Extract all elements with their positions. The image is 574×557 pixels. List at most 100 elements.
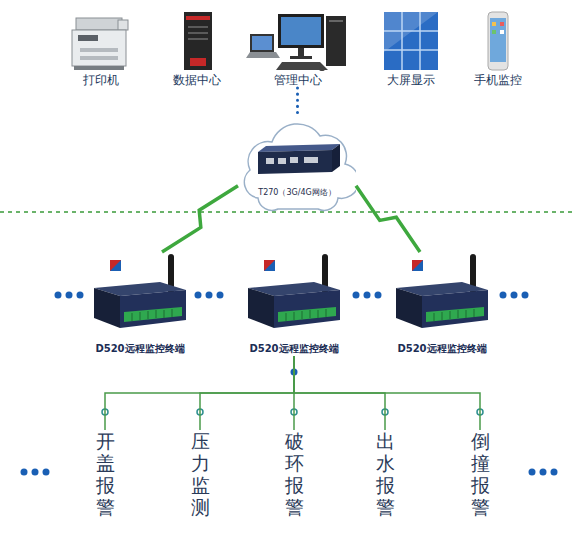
video-wall-seam	[384, 49, 438, 51]
alarm-node: 出水报警	[374, 430, 396, 518]
terminal-icon	[396, 254, 488, 328]
phone-app	[492, 30, 496, 34]
phone-body	[488, 12, 508, 70]
node-label: 大屏显示	[387, 72, 435, 88]
router-port	[266, 158, 274, 164]
sensor-wire	[200, 356, 294, 430]
node-label: 压力监测	[189, 430, 211, 518]
sensor-wire	[105, 356, 294, 430]
cloud-outline	[238, 118, 356, 212]
device-node: 大屏显示	[380, 10, 442, 88]
wireless-link	[356, 186, 420, 252]
laptop-lid	[250, 34, 274, 52]
ellipsis-dot	[66, 292, 73, 299]
node-label: 管理中心	[274, 72, 322, 88]
node-label: D520远程监控终端	[249, 342, 338, 356]
printer-base	[74, 66, 124, 70]
phone-app	[492, 22, 496, 26]
ellipsis-dot	[511, 292, 518, 299]
ellipsis-dot	[77, 292, 84, 299]
ellipsis-dot	[32, 469, 39, 476]
ellipsis-dot	[551, 469, 558, 476]
ellipsis-dot	[206, 292, 213, 299]
node-label: 破环报警	[283, 430, 305, 518]
video-wall-shine	[384, 12, 438, 52]
server-bay	[188, 32, 208, 34]
ellipsis-dot	[55, 292, 62, 299]
printer-body	[72, 30, 126, 66]
server-badge	[190, 58, 206, 66]
node-label: D520远程监控终端	[397, 342, 486, 356]
wireless-link	[162, 186, 238, 252]
alarm-node: 压力监测	[189, 430, 211, 518]
device-node: 打印机	[68, 10, 134, 88]
node-label: 出水报警	[374, 430, 396, 518]
network-cloud: T270（3G/4G网络）	[238, 118, 356, 212]
ellipsis-dot	[529, 469, 536, 476]
router-port	[278, 158, 286, 164]
laptop-base	[246, 52, 280, 58]
ellipsis-dot	[500, 292, 507, 299]
sensor-wire	[294, 356, 385, 430]
monitor-stand	[298, 48, 304, 56]
ellipsis-dot	[353, 292, 360, 299]
ellipsis-dot	[217, 292, 224, 299]
phone-app	[500, 30, 504, 34]
video-wall-panel	[384, 12, 438, 70]
node-label: D520远程监控终端	[95, 342, 184, 356]
terminal-icon	[248, 254, 340, 328]
video-wall-seam	[419, 12, 421, 70]
junction-dot	[291, 369, 298, 376]
terminal-node: D520远程监控终端	[244, 252, 344, 356]
ellipsis-dot	[522, 292, 529, 299]
video-wall-icon	[384, 12, 438, 70]
server-bay	[188, 38, 208, 40]
alarm-node: 开盖报警	[94, 430, 116, 518]
mouse	[319, 67, 325, 71]
printer-tray	[80, 56, 118, 60]
ellipsis-dot	[195, 292, 202, 299]
terminal-icon	[94, 254, 186, 328]
phone-icon	[488, 12, 508, 70]
server-bay	[188, 26, 208, 28]
ellipsis-dot	[21, 469, 28, 476]
printer-icon	[72, 18, 128, 70]
workstation-icon	[246, 14, 346, 71]
branch-end-markers	[102, 409, 483, 415]
laptop-screen	[252, 36, 272, 50]
keyboard	[276, 62, 328, 70]
printer-scanner	[76, 18, 122, 30]
phone-screen	[490, 18, 506, 62]
router-port	[304, 157, 318, 163]
network-boundary-line	[0, 211, 574, 213]
pc-bay	[329, 20, 343, 22]
router-front	[258, 150, 332, 174]
branch-end-dot	[477, 409, 483, 415]
node-label: 数据中心	[173, 72, 221, 88]
alarm-node: 倒撞报警	[469, 430, 491, 518]
ellipsis-dot	[364, 292, 371, 299]
node-label: 开盖报警	[94, 430, 116, 518]
monitor-frame	[278, 14, 324, 48]
device-node: 手机监控	[472, 10, 524, 88]
node-label: T270（3G/4G网络）	[258, 187, 335, 198]
pc-tower	[326, 16, 346, 66]
video-wall-seam	[384, 30, 438, 32]
printer-feeder	[118, 20, 128, 30]
ellipsis-dot	[375, 292, 382, 299]
branch-end-dot	[197, 409, 203, 415]
device-node: 管理中心	[245, 10, 350, 88]
ellipsis-dot	[43, 469, 50, 476]
server-stripe	[186, 16, 210, 20]
branch-end-dot	[291, 409, 297, 415]
device-node: 数据中心	[168, 10, 226, 88]
video-wall-seam	[401, 12, 403, 70]
node-label: 倒撞报警	[469, 430, 491, 518]
node-label: 打印机	[83, 72, 119, 88]
router-top	[258, 144, 340, 152]
sensor-wire	[294, 356, 480, 430]
router-side	[332, 144, 340, 172]
server-tower	[184, 12, 212, 70]
